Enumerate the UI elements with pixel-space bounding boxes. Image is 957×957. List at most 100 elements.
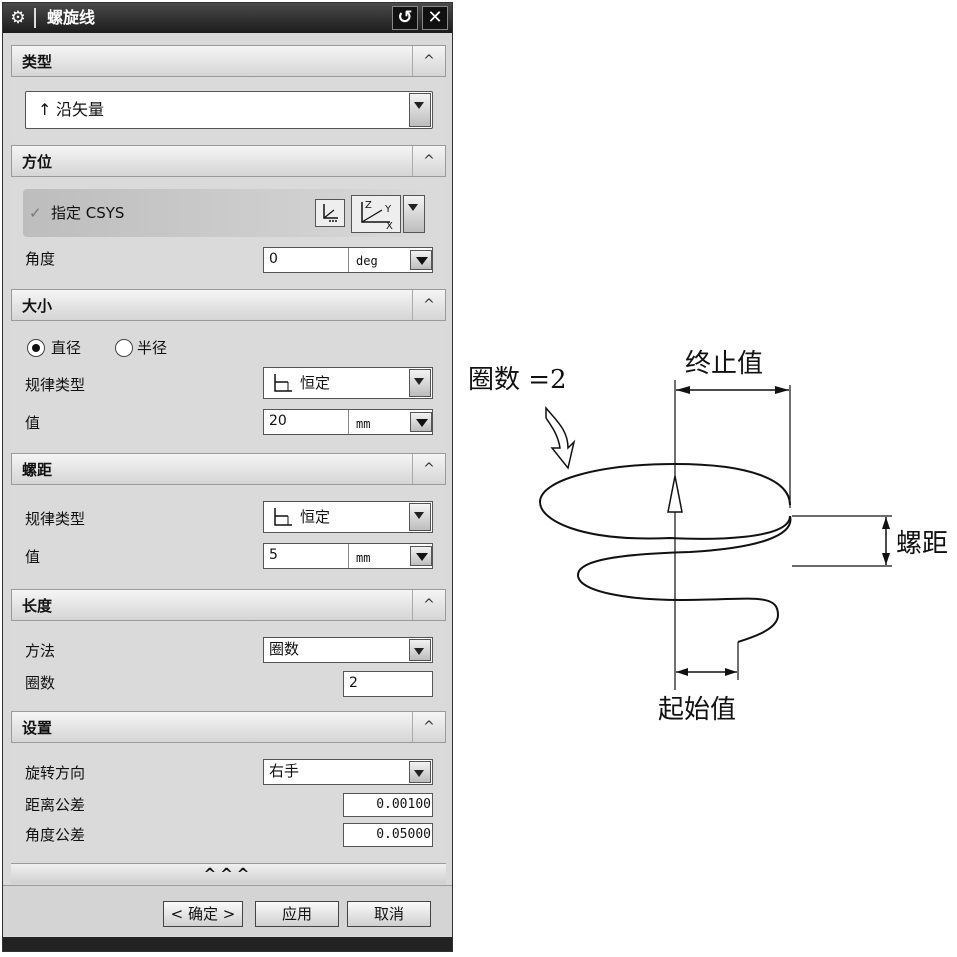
section-settings-header[interactable]: 设置 ^ (11, 711, 446, 743)
size-value-label: 值 (25, 414, 41, 432)
start-value-label: 起始值 (658, 695, 736, 725)
section-pitch-title: 螺距 (22, 461, 53, 479)
chevron-down-icon[interactable] (409, 93, 431, 127)
pitch-law-dropdown[interactable]: 恒定 (263, 501, 433, 533)
rotation-label: 旋转方向 (25, 764, 86, 782)
section-pitch-header[interactable]: 螺距 ^ (11, 453, 446, 485)
reset-icon[interactable]: ↺ (392, 6, 418, 30)
method-value: 圈数 (269, 640, 300, 658)
section-length-body: 方法 圈数 圈数 2 (11, 621, 446, 709)
distance-tolerance-value: 0.00100 (376, 797, 431, 812)
chevron-down-icon[interactable] (409, 503, 431, 531)
collapse-orientation-icon[interactable]: ^ (412, 146, 445, 176)
rotation-value: 右手 (269, 762, 300, 780)
size-law-dropdown[interactable]: 恒定 (263, 367, 433, 399)
pitch-law-value: 恒定 (300, 508, 331, 526)
method-dropdown[interactable]: 圈数 (263, 637, 433, 663)
section-size-body: 直径 半径 规律类型 恒定 值 20 mm (11, 321, 446, 451)
size-unit-arrow-icon[interactable] (410, 412, 432, 432)
angle-unit: deg (356, 254, 378, 268)
law-constant-icon (272, 372, 294, 398)
law-constant-icon (272, 506, 294, 532)
size-law-value: 恒定 (300, 374, 331, 392)
pitch-law-label: 规律类型 (25, 510, 86, 528)
section-orientation-title: 方位 (22, 153, 53, 171)
radio-radius-label: 半径 (137, 339, 168, 357)
pitch-value: 5 (269, 547, 278, 563)
turns-input[interactable]: 2 (343, 671, 433, 697)
method-label: 方法 (25, 642, 56, 660)
size-value-input[interactable]: 20 mm (263, 409, 433, 435)
expand-more-icon[interactable]: ^^^ (203, 865, 254, 883)
apply-button[interactable]: 应用 (255, 901, 339, 927)
end-value-label: 终止值 (685, 349, 763, 379)
rotation-dropdown[interactable]: 右手 (263, 759, 433, 785)
collapse-type-icon[interactable]: ^ (412, 46, 445, 76)
angle-value: 0 (269, 251, 278, 267)
more-options-bar[interactable]: ^^^ (11, 863, 446, 884)
turns-value: 2 (349, 675, 358, 691)
vector-icon: ↑ (38, 100, 52, 119)
radio-radius[interactable] (115, 339, 133, 357)
section-type-body: ↑ 沿矢量 (11, 77, 446, 143)
pitch-label: 螺距 (896, 529, 948, 559)
csys-dialog-icon[interactable] (315, 199, 345, 227)
cancel-button[interactable]: 取消 (347, 901, 431, 927)
radio-diameter-label: 直径 (51, 339, 82, 357)
angle-unit-arrow-icon[interactable] (410, 250, 432, 270)
angle-label: 角度 (25, 250, 56, 268)
bottom-bar (3, 937, 452, 951)
chevron-down-icon[interactable] (409, 369, 431, 397)
collapse-length-icon[interactable]: ^ (412, 590, 445, 620)
gear-icon[interactable]: ⚙ (10, 8, 26, 28)
svg-text:Z: Z (365, 200, 372, 211)
size-value: 20 (269, 413, 287, 429)
check-icon: ✓ (29, 204, 42, 222)
section-orientation-header[interactable]: 方位 ^ (11, 145, 446, 177)
section-pitch-body: 规律类型 恒定 值 5 mm (11, 485, 446, 587)
chevron-down-icon[interactable] (409, 639, 431, 661)
angle-input[interactable]: 0 deg (263, 247, 433, 273)
helix-diagram: 终止值 圈数 =2 螺距 起始值 (468, 349, 948, 725)
section-type-header[interactable]: 类型 ^ (11, 45, 446, 77)
collapse-settings-icon[interactable]: ^ (412, 712, 445, 742)
pitch-unit-arrow-icon[interactable] (410, 546, 432, 566)
pitch-unit: mm (356, 551, 371, 565)
angle-tolerance-label: 角度公差 (25, 826, 86, 844)
section-settings-body: 旋转方向 右手 距离公差 0.00100 角度公差 0.05000 (11, 743, 446, 863)
csys-chevron-down-icon[interactable] (403, 195, 425, 233)
collapse-pitch-icon[interactable]: ^ (412, 454, 445, 484)
type-dropdown[interactable]: ↑ 沿矢量 (25, 91, 433, 129)
dialog-title: 螺旋线 (47, 8, 96, 27)
ok-button[interactable]: < 确定 > (163, 901, 243, 927)
angle-tolerance-input[interactable]: 0.05000 (343, 823, 433, 847)
turns-label: 圈数 =2 (468, 365, 567, 395)
section-size-header[interactable]: 大小 ^ (11, 289, 446, 321)
distance-tolerance-input[interactable]: 0.00100 (343, 793, 433, 817)
close-icon[interactable]: ✕ (422, 6, 448, 30)
turns-arrow-icon (545, 405, 576, 470)
radio-diameter[interactable] (27, 339, 45, 357)
type-value: 沿矢量 (56, 100, 105, 119)
section-settings-title: 设置 (22, 719, 53, 737)
section-length-title: 长度 (22, 597, 53, 615)
title-bar: ⚙ 螺旋线 ↺ ✕ (3, 3, 452, 33)
collapse-size-icon[interactable]: ^ (412, 290, 445, 320)
pitch-value-input[interactable]: 5 mm (263, 543, 433, 569)
svg-text:Y: Y (384, 204, 392, 215)
angle-tolerance-value: 0.05000 (376, 827, 431, 842)
distance-tolerance-label: 距离公差 (25, 796, 86, 814)
footer: < 确定 > 应用 取消 (3, 885, 452, 936)
vector-arrow-icon (667, 475, 683, 513)
chevron-down-icon[interactable] (409, 761, 431, 783)
section-size-title: 大小 (22, 297, 53, 315)
size-law-label: 规律类型 (25, 376, 86, 394)
section-length-header[interactable]: 长度 ^ (11, 589, 446, 621)
section-type-title: 类型 (22, 53, 53, 71)
pitch-value-label: 值 (25, 548, 41, 566)
svg-text:X: X (386, 221, 393, 232)
